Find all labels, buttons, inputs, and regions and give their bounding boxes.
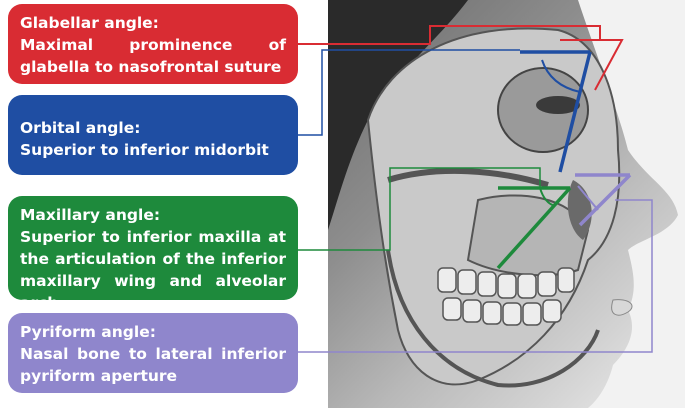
maxillary-title: Maxillary angle: <box>20 206 161 224</box>
orbital-angle-box: Orbital angle: Superior to inferior mido… <box>8 95 298 175</box>
glabellar-angle-box: Glabellar angle: Maximal prominence of g… <box>8 4 298 84</box>
pyriform-angle-marker <box>575 173 632 227</box>
maxillary-angle-marker <box>496 186 572 270</box>
maxillary-description: Superior to inferior maxilla at the arti… <box>20 228 286 312</box>
pyriform-title: Pyriform angle: <box>20 323 156 341</box>
glabellar-description: Maximal prominence of glabella to nasofr… <box>20 36 286 76</box>
glabellar-angle-marker <box>298 25 624 91</box>
orbital-angle-marker <box>520 50 592 173</box>
orbital-connector <box>298 49 520 136</box>
pyriform-description: Nasal bone to lateral inferior pyriform … <box>20 345 286 385</box>
pyriform-connector <box>298 199 653 353</box>
maxillary-angle-box: Maxillary angle: Superior to inferior ma… <box>8 196 298 312</box>
pyriform-angle-box: Pyriform angle: Nasal bone to lateral in… <box>8 313 298 393</box>
glabellar-title: Glabellar angle: <box>20 14 159 32</box>
orbital-title: Orbital angle: <box>20 119 141 137</box>
maxillary-connector <box>298 167 541 251</box>
orbital-description: Superior to inferior midorbit <box>20 141 269 159</box>
